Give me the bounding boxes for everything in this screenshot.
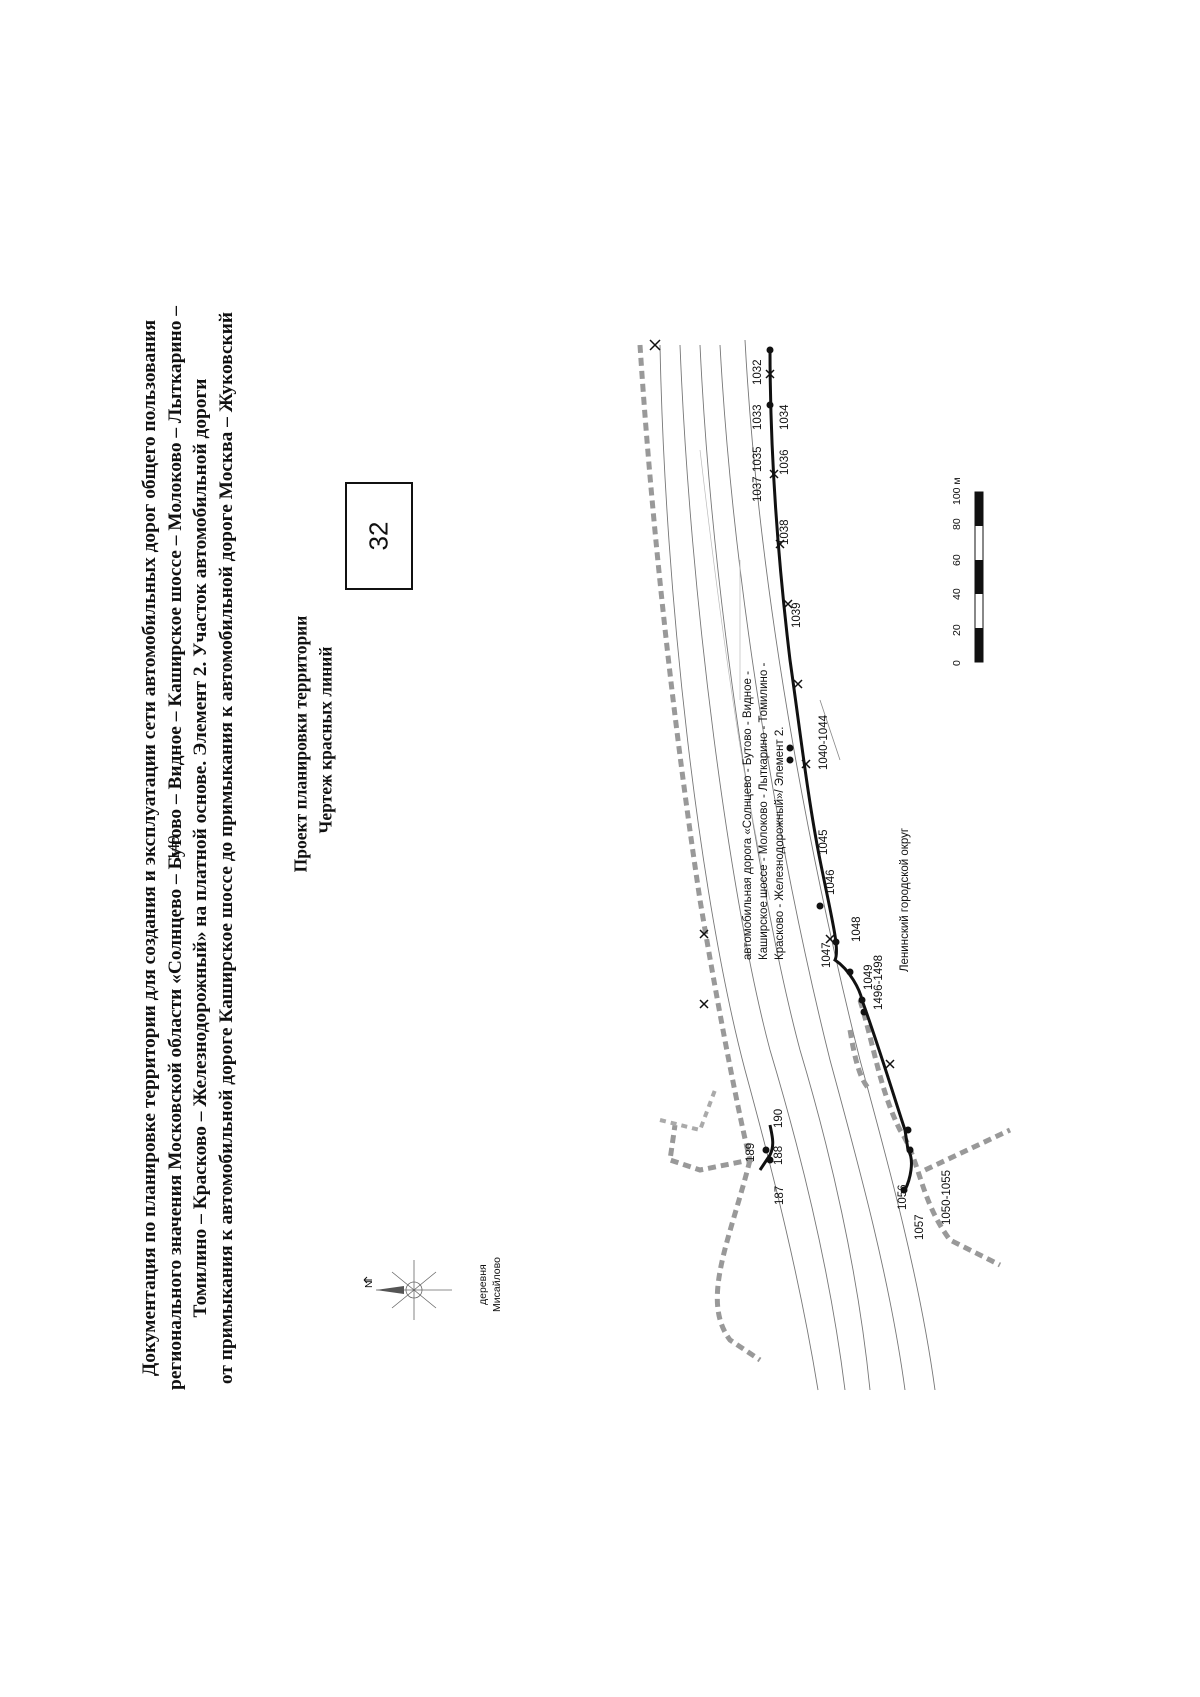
point-label: 1496-1498 xyxy=(873,955,885,1010)
point-label: 187 xyxy=(774,1186,786,1205)
point-label: 1056 xyxy=(897,1184,909,1210)
point-label: 1038 xyxy=(779,519,791,545)
point-label: 1050-1055 xyxy=(941,1170,953,1225)
north-arrow xyxy=(376,1260,452,1320)
point-label: 1040-1044 xyxy=(818,714,830,770)
leader-line xyxy=(819,699,841,761)
point-label: 1057 xyxy=(914,1214,926,1240)
point-labels: 1032 1033 1034 1035 1036 1037 1038 1039 … xyxy=(745,359,953,1240)
scale-tick-label: 20 xyxy=(951,624,963,636)
point-label: 1049 xyxy=(863,964,875,990)
point-label: 1048 xyxy=(851,916,863,942)
road-label-line: Каширское шоссе - Молоково - Лыткарино -… xyxy=(758,663,770,960)
point-label: 1039 xyxy=(791,602,803,628)
scale-tick-label: 100 м xyxy=(951,477,963,505)
point-label: 1046 xyxy=(825,869,837,895)
point-label: 1035 xyxy=(752,446,764,472)
road-label-line: Красково - Железнодорожный»/ Элемент 2. xyxy=(774,727,786,961)
scale-tick-label: 0 xyxy=(951,660,963,666)
scale-tick-label: 40 xyxy=(951,588,963,600)
scale-bar-ticks: 0 20 40 60 80 100 м xyxy=(951,477,963,666)
village-label-line: деревня xyxy=(477,1264,489,1305)
north-arrow-pointer xyxy=(363,1276,372,1284)
point-label: 1045 xyxy=(818,829,830,855)
sheet-number-box: 32 xyxy=(345,482,413,590)
point-label: 1034 xyxy=(779,404,791,430)
red-line-points xyxy=(762,346,914,1194)
point-label: 1033 xyxy=(752,404,764,430)
scale-tick-label: 60 xyxy=(951,554,963,566)
point-label: 1037 xyxy=(752,476,764,502)
road-name-label: автомобильная дорога «Солнцево - Бутово … xyxy=(742,663,786,960)
point-label: 1032 xyxy=(752,359,764,385)
point-label: 1036 xyxy=(779,449,791,475)
point-label: 190 xyxy=(773,1109,785,1128)
scale-bar xyxy=(974,491,984,663)
village-label-line: Мисайлово xyxy=(491,1257,503,1312)
road-edge-lines xyxy=(659,339,936,1391)
boundary-dashed-line xyxy=(659,1089,717,1133)
boundary-dashed-line xyxy=(637,344,1012,1363)
district-label: Ленинский городской округ xyxy=(899,828,911,972)
point-label: 188 xyxy=(773,1146,785,1165)
north-label: N xyxy=(363,1280,375,1288)
faint-lines xyxy=(699,449,771,901)
point-label: 189 xyxy=(745,1143,757,1162)
point-label: 1047 xyxy=(821,942,833,968)
road-label-line: автомобильная дорога «Солнцево - Бутово … xyxy=(742,671,754,960)
scale-tick-label: 80 xyxy=(951,518,963,530)
red-line xyxy=(758,347,913,1191)
